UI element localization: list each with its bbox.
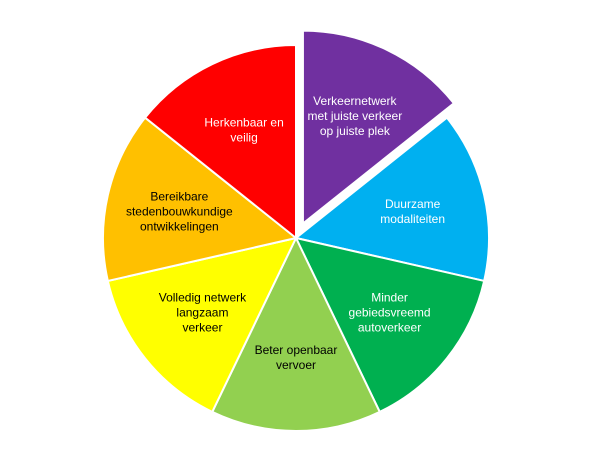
pie-slice-label-line: Herkenbaar en [204,116,283,130]
pie-slice-label-line: Verkeernetwerk [313,94,397,108]
pie-slice-label-line: modaliteiten [380,212,445,226]
pie-slice-6 [102,116,299,283]
pie-slice-label-line: Bereikbare [150,189,208,203]
pie-slice-label-line: langzaam [176,306,228,320]
pie-slice-label-line: Volledig netwerk [159,291,247,305]
pie-slice-3 [294,236,486,414]
pie-slice-label-line: met juiste verkeer [308,109,403,123]
pie-slice-label-line: op juiste plek [320,124,391,138]
pie-slice-label-line: Duurzame [385,197,441,211]
pie-slice-4 [210,235,382,432]
pie-slice-label-line: verkeer [182,321,222,335]
pie-slice-5 [106,236,298,414]
pie-slice-label-line: veilig [230,131,257,145]
pie-slice-label-line: vervoer [276,358,316,372]
pie-slice-label-line: ontwikkelingen [140,219,219,233]
pie-slice-label-line: stedenbouwkundige [126,204,233,218]
pie-slice-label-line: Beter openbaar [255,343,338,357]
pie-slice-label-line: Minder [371,291,408,305]
pie-slice-1 [301,29,456,226]
pie-slice-7 [143,43,297,241]
pie-slice-label-line: autoverkeer [358,321,421,335]
pie-slices [102,29,490,432]
pie-slice-label-line: gebiedsvreemd [349,306,431,320]
pie-slice-2 [293,116,490,283]
